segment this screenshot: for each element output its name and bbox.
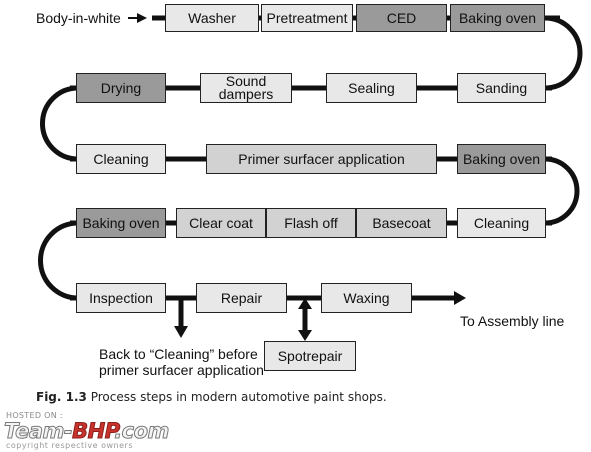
figure-caption: Fig. 1.3 Process steps in modern automot… xyxy=(36,390,387,404)
spotrepair-step: Spotrepair xyxy=(264,341,356,371)
baking-oven-step-2: Baking oven xyxy=(457,144,546,174)
cleaning-step-2: Cleaning xyxy=(457,208,546,238)
figure-caption-text: Process steps in modern automotive paint… xyxy=(90,390,387,404)
watermark-logo: Team-BHP.com xyxy=(3,419,170,444)
sound-dampers-step: Sound dampers xyxy=(200,73,292,103)
body-in-white-label: Body-in-white xyxy=(36,10,121,26)
primer-surfacer-step: Primer surfacer application xyxy=(206,144,437,174)
turn-left-2 xyxy=(38,220,79,301)
repair-step: Repair xyxy=(196,283,287,313)
turn-left-1 xyxy=(40,85,79,162)
spotrepair-arrowhead-up xyxy=(298,298,312,309)
drying-step: Drying xyxy=(76,73,166,103)
flash-off-step: Flash off xyxy=(266,208,356,238)
back-arrowhead xyxy=(174,326,188,338)
sanding-step: Sanding xyxy=(457,73,546,103)
sealing-step: Sealing xyxy=(326,73,417,103)
assembly-line-label: To Assembly line xyxy=(460,313,565,329)
turn-right-1 xyxy=(544,15,583,91)
spotrepair-arrowhead-down xyxy=(298,330,312,341)
washer-step: Washer xyxy=(165,4,259,32)
inspection-step: Inspection xyxy=(76,283,166,313)
turn-right-2 xyxy=(544,156,580,226)
back-to-cleaning-note: Back to “Cleaning” before primer surface… xyxy=(99,346,264,378)
watermark-copyright: copyright respective owners xyxy=(6,441,133,450)
output-arrowhead xyxy=(454,291,466,305)
clear-coat-step: Clear coat xyxy=(176,208,266,238)
pretreatment-step: Pretreatment xyxy=(261,4,353,32)
figure-number: Fig. 1.3 xyxy=(36,390,87,404)
watermark-logo-suffix: .com xyxy=(114,419,170,444)
baking-oven-step-1: Baking oven xyxy=(450,4,545,32)
watermark-logo-brand: BHP xyxy=(72,419,116,444)
ced-step: CED xyxy=(356,4,447,32)
team-bhp-watermark: HOSTED ON : Team-BHP.com copyright respe… xyxy=(3,411,194,450)
basecoat-step: Basecoat xyxy=(356,208,447,238)
watermark-hosted-label: HOSTED ON : xyxy=(6,411,63,420)
cleaning-step-1: Cleaning xyxy=(76,144,166,174)
waxing-step: Waxing xyxy=(321,283,412,313)
baking-oven-step-3: Baking oven xyxy=(76,208,166,238)
watermark-logo-prefix: Team- xyxy=(3,419,73,444)
